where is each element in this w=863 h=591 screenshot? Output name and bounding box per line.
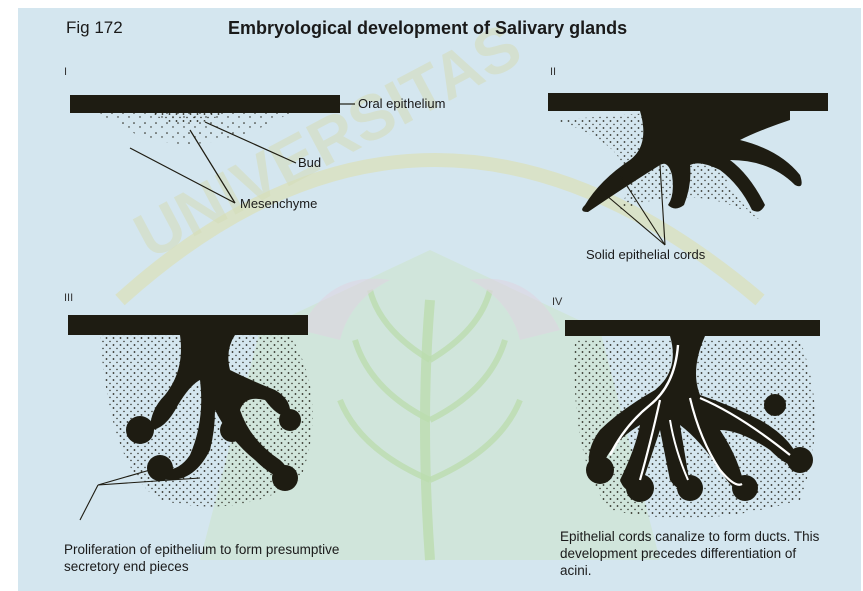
stage-3-drawing (68, 315, 313, 520)
stage-3-numeral: III (64, 292, 73, 304)
stage-1-numeral: I (64, 66, 67, 78)
label-solid-epithelial-cords: Solid epithelial cords (586, 247, 705, 262)
stage-2-oral-epithelium (548, 93, 828, 111)
stage-3-caption: Proliferation of epithelium to form pres… (64, 541, 354, 575)
figure-number: Fig 172 (66, 18, 123, 38)
stage-4-caption: Epithelial cords canalize to form ducts.… (560, 528, 830, 579)
label-bud: Bud (298, 155, 321, 170)
stage-2-drawing (548, 93, 828, 245)
stage-1-oral-epithelium (70, 95, 340, 113)
label-mesenchyme: Mesenchyme (240, 196, 317, 211)
stage-4-oral-epithelium (565, 320, 820, 336)
stage-3-oral-epithelium (68, 315, 308, 335)
stage-4-drawing (565, 320, 820, 518)
figure-title: Embryological development of Salivary gl… (228, 18, 627, 39)
label-oral-epithelium: Oral epithelium (358, 96, 445, 111)
stage-4-numeral: IV (552, 296, 562, 308)
stage-2-numeral: II (550, 66, 556, 78)
